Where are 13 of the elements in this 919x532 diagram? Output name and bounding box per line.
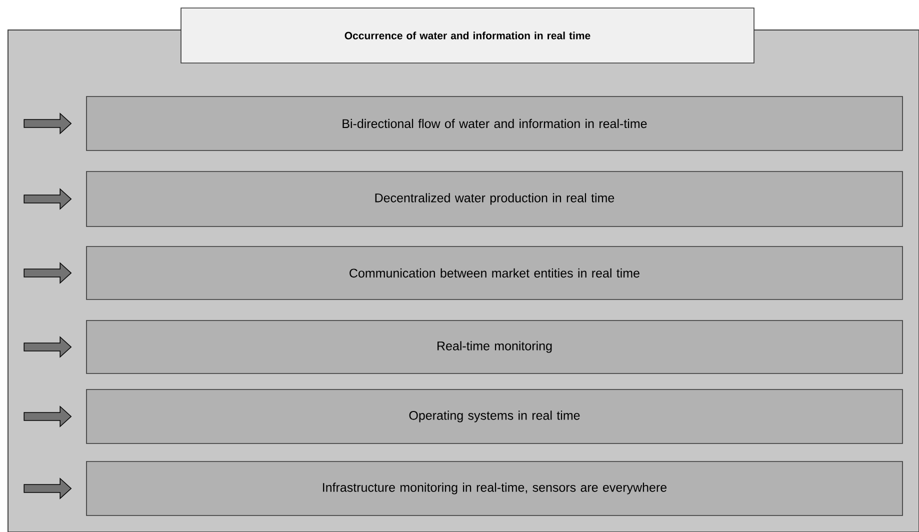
block-arrow bbox=[24, 112, 72, 134]
title-box: Occurrence of water and information in real time bbox=[180, 8, 754, 64]
block-arrow bbox=[24, 406, 72, 428]
block-arrow bbox=[24, 336, 72, 358]
text-box: Real-time monitoring bbox=[86, 320, 903, 374]
block-arrow bbox=[24, 262, 72, 284]
block-arrow bbox=[24, 188, 72, 210]
text-box: Infrastructure monitoring in real-time, sensors are everywhere bbox=[86, 461, 903, 516]
text-box: Bi-directional flow of water and information in real-time bbox=[86, 96, 903, 151]
text-box: Communication between market entities in real time bbox=[86, 246, 903, 300]
text-box: Decentralized water production in real time bbox=[86, 171, 903, 227]
block-arrow bbox=[24, 478, 72, 500]
text-box: Operating systems in real time bbox=[86, 389, 903, 444]
